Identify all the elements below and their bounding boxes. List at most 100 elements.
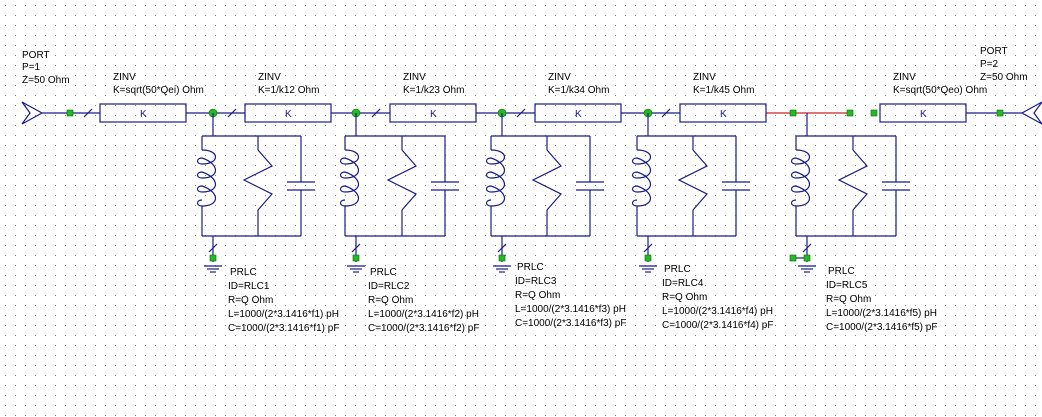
grid-dot: [315, 25, 316, 26]
grid-dot: [365, 345, 366, 346]
grid-dot: [55, 75, 56, 76]
grid-dot: [925, 225, 926, 226]
grid-dot: [535, 395, 536, 396]
grid-dot: [315, 205, 316, 206]
grid-dot: [465, 175, 466, 176]
grid-dot: [645, 285, 646, 286]
grid-dot: [485, 115, 486, 116]
prlc-4[interactable]: [631, 108, 751, 273]
grid-dot: [155, 95, 156, 96]
grid-dot: [915, 75, 916, 76]
prlc-2[interactable]: [339, 108, 460, 273]
grid-dot: [115, 145, 116, 146]
zinv-6[interactable]: K: [879, 103, 967, 123]
prlc-3[interactable]: [485, 108, 605, 273]
grid-dot: [15, 15, 16, 16]
grid-dot: [195, 295, 196, 296]
grid-dot: [315, 195, 316, 196]
grid-dot: [435, 335, 436, 336]
grid-dot: [1035, 365, 1036, 366]
port-2[interactable]: [789, 101, 1042, 125]
grid-dot: [715, 35, 716, 36]
grid-dot: [715, 125, 716, 126]
grid-dot: [535, 25, 536, 26]
grid-dot: [575, 175, 576, 176]
grid-dot: [135, 395, 136, 396]
zinv-3[interactable]: K: [389, 103, 477, 123]
grid-dot: [655, 365, 656, 366]
grid-dot: [585, 165, 586, 166]
prlc-5[interactable]: [790, 113, 911, 273]
grid-dot: [1005, 385, 1006, 386]
grid-dot: [575, 225, 576, 226]
grid-dot: [245, 375, 246, 376]
grid-dot: [965, 335, 966, 336]
grid-dot: [65, 215, 66, 216]
grid-dot: [275, 345, 276, 346]
grid-dot: [395, 255, 396, 256]
grid-dot: [905, 125, 906, 126]
grid-dot: [775, 195, 776, 196]
grid-dot: [455, 205, 456, 206]
grid-dot: [565, 275, 566, 276]
grid-dot: [905, 385, 906, 386]
prlc-l-value: L=1000/(2*3.1416*f1) pH: [228, 309, 339, 320]
grid-dot: [395, 345, 396, 346]
grid-dot: [115, 185, 116, 186]
grid-dot: [25, 195, 26, 196]
grid-dot: [1015, 155, 1016, 156]
zinv-2[interactable]: K: [244, 103, 332, 123]
grid-dot: [225, 5, 226, 6]
grid-dot: [275, 125, 276, 126]
grid-dot: [665, 335, 666, 336]
grid-dot: [225, 285, 226, 286]
grid-dot: [745, 215, 746, 216]
grid-dot: [235, 205, 236, 206]
grid-dot: [15, 245, 16, 246]
grid-dot: [45, 45, 46, 46]
zinv-5[interactable]: K: [679, 103, 767, 123]
grid-dot: [745, 55, 746, 56]
grid-dot: [425, 25, 426, 26]
grid-dot: [445, 275, 446, 276]
grid-dot: [485, 35, 486, 36]
grid-dot: [755, 285, 756, 286]
grid-dot: [305, 275, 306, 276]
grid-dot: [965, 185, 966, 186]
grid-dot: [735, 75, 736, 76]
grid-dot: [945, 75, 946, 76]
grid-dot: [525, 325, 526, 326]
grid-dot: [345, 55, 346, 56]
grid-dot: [815, 355, 816, 356]
grid-dot: [765, 15, 766, 16]
wire-slash-mark: [227, 108, 237, 118]
grid-dot: [925, 145, 926, 146]
grid-dot: [765, 265, 766, 266]
grid-dot: [345, 335, 346, 336]
grid-dot: [45, 125, 46, 126]
grid-dot: [925, 335, 926, 336]
grid-dot: [75, 145, 76, 146]
zinv-4[interactable]: K: [534, 103, 622, 123]
grid-dot: [695, 225, 696, 226]
inductor-coil: [339, 149, 360, 207]
grid-dot: [145, 365, 146, 366]
grid-dot: [435, 125, 436, 126]
grid-dot: [35, 235, 36, 236]
grid-dot: [125, 115, 126, 116]
zinv-1[interactable]: K: [99, 103, 187, 123]
grid-dot: [585, 285, 586, 286]
grid-dot: [975, 335, 976, 336]
grid-dot: [645, 205, 646, 206]
grid-dot: [655, 275, 656, 276]
prlc-1[interactable]: [196, 108, 316, 273]
grid-dot: [115, 135, 116, 136]
grid-dot: [495, 115, 496, 116]
grid-dot: [165, 175, 166, 176]
grid-dot: [305, 155, 306, 156]
grid-dot: [265, 305, 266, 306]
port-1[interactable]: [21, 101, 74, 125]
grid-dot: [865, 415, 866, 416]
